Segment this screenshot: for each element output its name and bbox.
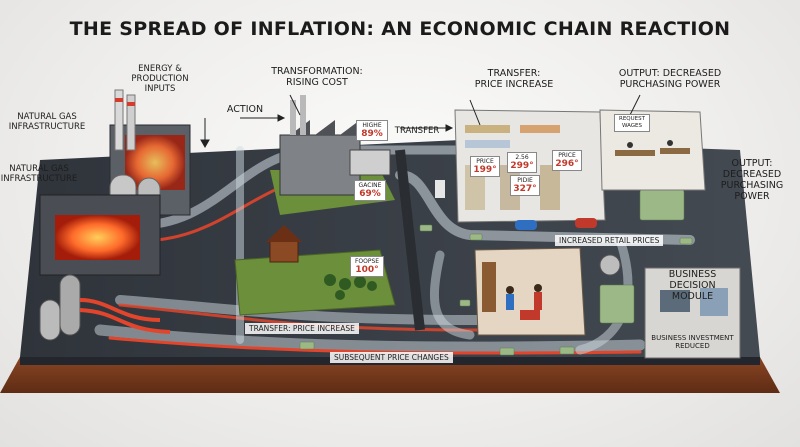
gas-price-sign: GACINE 69% bbox=[354, 180, 386, 201]
transfer-bottom-label: TRANSFER: PRICE INCREASE bbox=[245, 323, 359, 334]
transformation-label: TRANSFORMATION:RISING COST bbox=[271, 66, 363, 88]
farm-sign-value: 100° bbox=[355, 265, 379, 275]
arrows bbox=[200, 94, 641, 149]
factory-price-sign: HIGHE 89% bbox=[356, 120, 388, 141]
store-price-sign-1: PRICE 199° bbox=[470, 156, 500, 177]
store-sign-3-value: 327° bbox=[513, 184, 537, 194]
store-sign-4-label: PRICE bbox=[558, 152, 576, 159]
household bbox=[474, 247, 586, 336]
action-label: ACTION bbox=[226, 104, 264, 115]
energy-inputs-label: ENERGY &PRODUCTION INPUTS bbox=[131, 64, 189, 94]
transfer-price-label: TRANSFER:PRICE INCREASE bbox=[474, 68, 554, 90]
gas-sign-value: 69% bbox=[359, 189, 381, 199]
gas-furnace bbox=[39, 194, 171, 341]
store-sign-1-label: PRICE bbox=[476, 158, 494, 165]
store-sign-2-label: 2.56 bbox=[515, 154, 529, 161]
factory-sign-value: 89% bbox=[361, 129, 383, 139]
increased-retail-label: INCREASED RETAIL PRICES bbox=[555, 235, 664, 246]
subsequent-label: SUBSEQUENT PRICE CHANGES bbox=[330, 352, 453, 363]
diagram-title: THE SPREAD OF INFLATION: AN ECONOMIC CHA… bbox=[69, 18, 731, 40]
truck bbox=[435, 180, 445, 198]
money-bills bbox=[299, 189, 693, 356]
gas-sign-label: GACINE bbox=[358, 182, 382, 189]
store-price-sign-3: PIDIE 327° bbox=[510, 175, 540, 196]
store-price-sign-4: PRICE 296° bbox=[552, 150, 582, 171]
store-price-sign-2: 2.56 299° bbox=[507, 152, 537, 173]
factory-sign-label: HIGHE bbox=[362, 122, 382, 129]
farm-sign-label: FOOPSE bbox=[354, 258, 380, 265]
store-sign-4-value: 296° bbox=[555, 159, 579, 169]
farm-price-sign: FOOPSE 100° bbox=[350, 256, 384, 277]
board-wood-edge bbox=[0, 357, 780, 393]
store-sign-1-value: 199° bbox=[473, 165, 497, 175]
store-sign-2-value: 299° bbox=[510, 161, 534, 171]
transfer-label: TRANSFER bbox=[394, 126, 440, 136]
roads bbox=[395, 149, 425, 331]
business-module bbox=[599, 254, 741, 359]
store-sign-3-label: PIDIE bbox=[517, 177, 533, 184]
